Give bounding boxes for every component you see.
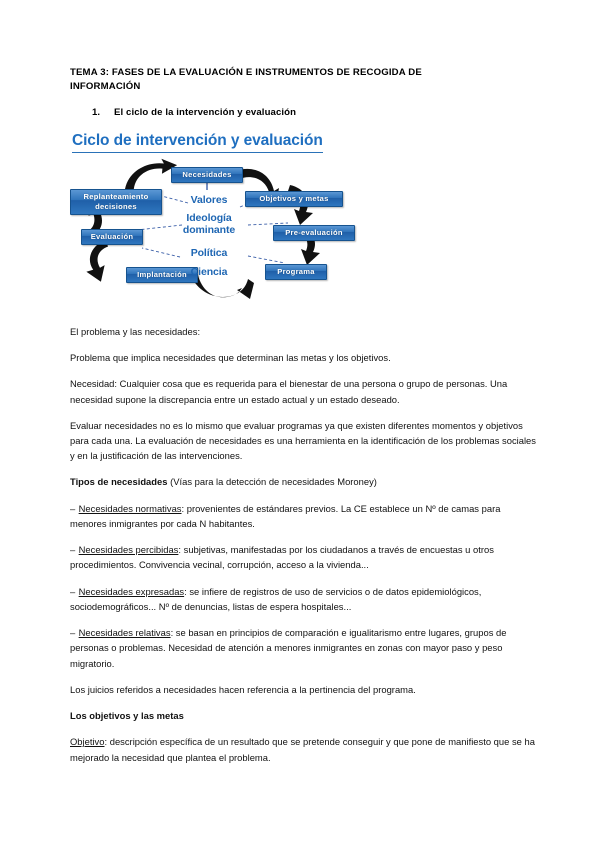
paragraph-juicios-pertinencia: Los juicios referidos a necesidades hace… xyxy=(70,683,416,695)
page-title-line1: TEMA 3: FASES DE LA EVALUACIÓN E INSTRUM… xyxy=(70,67,422,78)
list-dash: – xyxy=(70,544,79,556)
cycle-diagram: Ciclo de intervención y evaluación xyxy=(70,132,400,310)
paragraph-necesidad-definicion: Necesidad: Cualquier cosa que es requeri… xyxy=(70,378,508,405)
paragraph-necesidades-relativas: – Necesidades relativas: se basan en pri… xyxy=(70,625,538,671)
center-label-ciencia: Ciencia xyxy=(190,266,228,279)
necesidades-relativas-term: Necesidades relativas xyxy=(78,627,171,639)
paragraph-tipos-de-necesidades: Tipos de necesidades (Vías para la detec… xyxy=(70,474,538,489)
necesidades-normativas-term: Necesidades normativas xyxy=(78,502,182,514)
center-label-politica: Política xyxy=(190,247,228,260)
center-label-valores: Valores xyxy=(190,194,228,207)
paragraph-necesidades-normativas: – Necesidades normativas: provenientes d… xyxy=(70,501,538,531)
node-programa[interactable]: Programa xyxy=(265,264,327,281)
list-dash: – xyxy=(70,627,79,639)
paragraph-problema-necesidades: El problema y las necesidades: xyxy=(70,325,201,337)
node-evaluacion[interactable]: Evaluación xyxy=(81,229,143,246)
necesidades-expresadas-term: Necesidades expresadas xyxy=(78,585,185,597)
node-implantacion[interactable]: Implantación xyxy=(126,267,198,284)
page-title-line2: INFORMACIÓN xyxy=(70,80,141,92)
necesidades-expresadas-rest: : se infiere de registros de uso de serv… xyxy=(70,585,482,612)
objetivos-metas-label: Los objetivos y las metas xyxy=(70,710,184,722)
objetivo-term: Objetivo xyxy=(70,736,105,748)
node-necesidades[interactable]: Necesidades xyxy=(171,167,243,184)
objetivo-rest: : descripción específica de un resultado… xyxy=(70,736,535,763)
tipos-necesidades-rest: (Vías para la detección de necesidades M… xyxy=(167,476,377,488)
necesidades-normativas-rest: : provenientes de estándares previos. La… xyxy=(70,502,501,529)
necesidades-percibidas-rest: : subjetivas, manifestadas por los ciuda… xyxy=(70,544,494,571)
arrow-replanteamiento-necesidades xyxy=(124,159,178,193)
list-dash: – xyxy=(70,502,79,514)
node-replanteamiento-decisiones[interactable]: Replanteamiento decisiones xyxy=(70,189,162,215)
arrow-programa-implantacion xyxy=(190,273,254,300)
cycle-graphic: Necesidades Objetivos y metas Pre-evalua… xyxy=(70,159,380,303)
center-label-ideologia-dominante: Ideología dominante xyxy=(182,212,236,237)
paragraph-necesidades-expresadas: – Necesidades expresadas: se infiere de … xyxy=(70,584,538,614)
section-label: El ciclo de la intervención y evaluación xyxy=(114,106,297,118)
necesidades-percibidas-term: Necesidades percibidas xyxy=(78,544,179,556)
paragraph-evaluar-necesidades: Evaluar necesidades no es lo mismo que e… xyxy=(70,419,536,462)
list-dash: – xyxy=(70,585,79,597)
section-heading: 1. El ciclo de la intervención y evaluac… xyxy=(92,107,538,118)
page-title: TEMA 3: FASES DE LA EVALUACIÓN E INSTRUM… xyxy=(70,66,538,94)
necesidades-relativas-rest: : se basan en principios de comparación … xyxy=(70,627,507,669)
paragraph-problema-definicion: Problema que implica necesidades que det… xyxy=(70,352,391,364)
node-objetivos-y-metas[interactable]: Objetivos y metas xyxy=(245,191,343,208)
arrow-preevaluacion-programa xyxy=(295,225,320,266)
section-number: 1. xyxy=(92,106,101,118)
heading-objetivos-metas: Los objetivos y las metas xyxy=(70,708,538,723)
arrow-implantacion-evaluacion xyxy=(86,240,109,283)
diagram-title: Ciclo de intervención y evaluación xyxy=(72,132,323,154)
tipos-necesidades-label: Tipos de necesidades xyxy=(70,476,168,488)
node-pre-evaluacion[interactable]: Pre-evaluación xyxy=(273,225,355,242)
paragraph-necesidades-percibidas: – Necesidades percibidas: subjetivas, ma… xyxy=(70,542,538,572)
paragraph-objetivo-definicion: Objetivo: descripción específica de un r… xyxy=(70,734,538,764)
